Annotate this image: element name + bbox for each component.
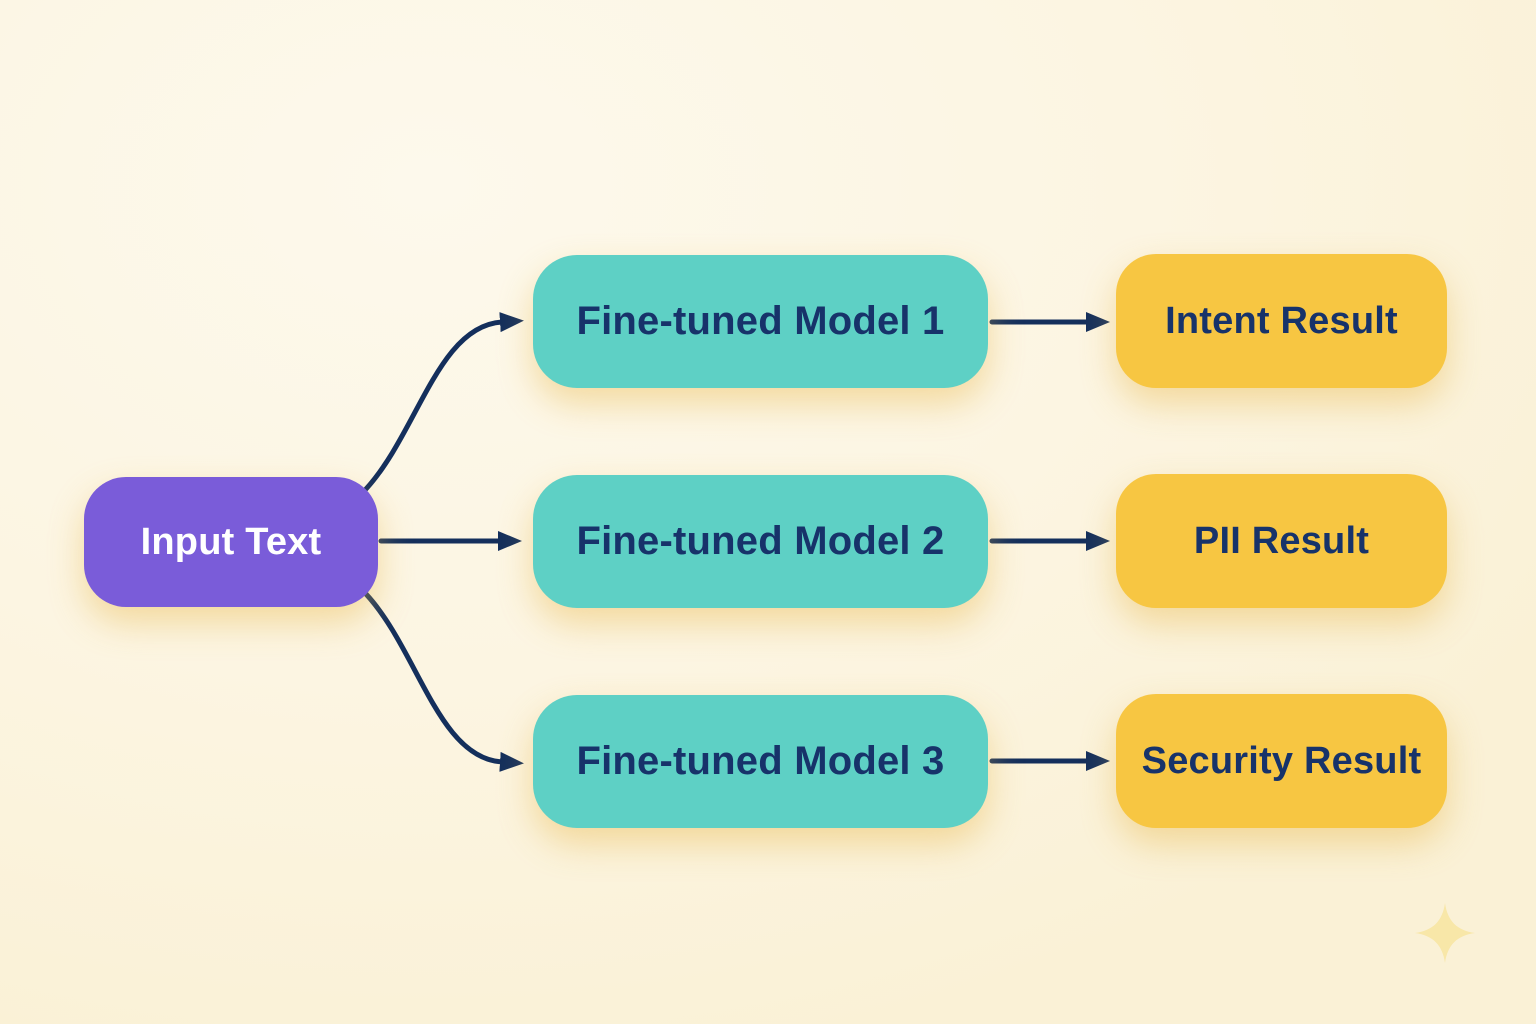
node-label: Security Result [1141,739,1422,782]
sparkle-icon [1415,903,1475,963]
node-label: Fine-tuned Model 2 [576,519,945,563]
node-label: PII Result [1193,519,1370,562]
edge-input-to-model1 [363,312,524,492]
node-label: Fine-tuned Model 3 [576,739,945,783]
node-label: Intent Result [1165,299,1398,342]
node-label: Input Text [140,520,322,563]
node-label: Fine-tuned Model 1 [576,299,945,343]
edge-input-to-model3 [363,591,524,772]
node-fine-tuned-model-1: Fine-tuned Model 1 [533,255,988,388]
node-fine-tuned-model-2: Fine-tuned Model 2 [533,475,988,608]
node-intent-result: Intent Result [1116,254,1447,388]
node-security-result: Security Result [1116,694,1447,828]
node-fine-tuned-model-3: Fine-tuned Model 3 [533,695,988,828]
node-pii-result: PII Result [1116,474,1447,608]
node-input-text: Input Text [84,477,378,607]
